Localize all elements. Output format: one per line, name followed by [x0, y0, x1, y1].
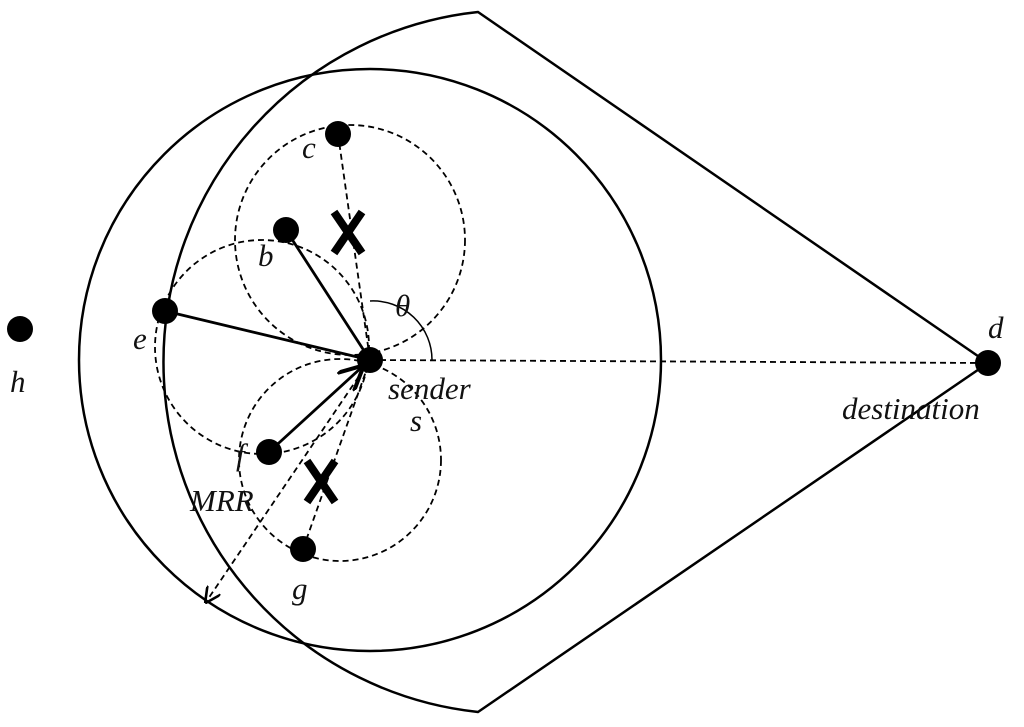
label-destination: destination	[842, 391, 980, 426]
label-e: e	[133, 321, 147, 356]
label-b: b	[258, 238, 274, 273]
node-b	[273, 217, 299, 243]
link-e	[164, 309, 371, 362]
theta-arc	[369, 300, 433, 361]
neighbor-circle-f	[238, 358, 442, 562]
label-theta: θ	[395, 288, 410, 323]
node-e	[152, 298, 178, 324]
link-g-dashed	[302, 359, 371, 550]
node-f	[256, 439, 282, 465]
label-sender: sender	[388, 371, 472, 406]
forwarding-sector	[162, 10, 991, 714]
node-h	[7, 316, 33, 342]
link-f	[268, 367, 362, 454]
node-c	[325, 121, 351, 147]
node-sender	[357, 347, 383, 373]
link-b	[284, 229, 372, 361]
label-h: h	[10, 364, 26, 399]
label-mrr: MRR	[189, 483, 254, 518]
cross-mark-c	[330, 209, 366, 256]
label-f: f	[236, 437, 249, 472]
mrr-arrow	[206, 359, 371, 602]
transmission-range-circle	[77, 67, 663, 653]
node-g	[290, 536, 316, 562]
label-g: g	[292, 571, 308, 606]
label-c: c	[302, 130, 316, 165]
cross-mark-g	[303, 458, 339, 505]
label-s: s	[410, 403, 422, 438]
node-destination	[975, 350, 1001, 376]
label-d: d	[988, 310, 1004, 345]
sender-destination-line	[369, 359, 989, 364]
